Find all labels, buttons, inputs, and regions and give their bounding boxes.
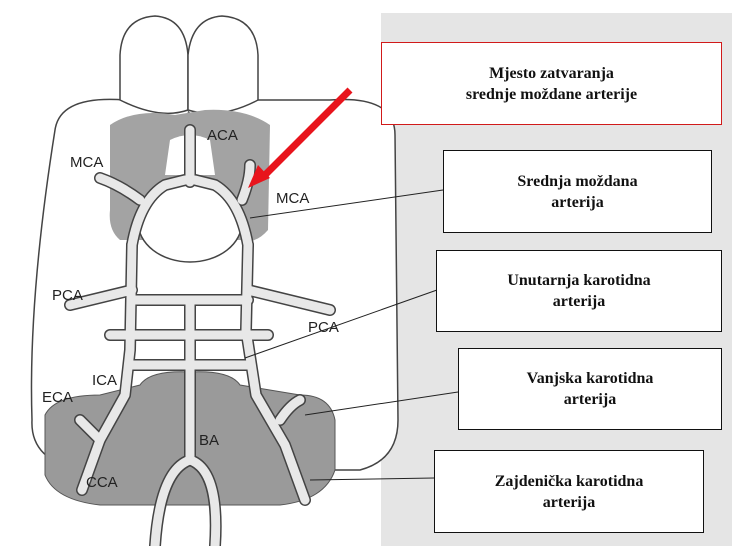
label-ba: BA (199, 432, 219, 449)
callout-common-carotid-artery: Zajdenička karotidna arterija (434, 450, 704, 533)
label-pca-left: PCA (52, 287, 83, 304)
callout-occlusion-site: Mjesto zatvaranja srednje moždane arteri… (381, 42, 722, 125)
olfactory-bulb-right (188, 16, 258, 113)
callout-common-carotid-artery-text: Zajdenička karotidna arterija (495, 471, 644, 513)
callout-middle-cerebral-artery-text: Srednja moždana arterija (517, 171, 637, 213)
label-pca-right: PCA (308, 319, 339, 336)
callout-middle-cerebral-artery: Srednja moždana arterija (443, 150, 712, 233)
label-cca: CCA (86, 474, 118, 491)
callout-internal-carotid-artery-text: Unutarnja karotidna arterija (507, 270, 650, 312)
label-mca-left: MCA (70, 154, 103, 171)
callout-internal-carotid-artery: Unutarnja karotidna arterija (436, 250, 722, 332)
olfactory-bulb-left (120, 16, 188, 113)
callout-occlusion-site-text: Mjesto zatvaranja srednje moždane arteri… (466, 63, 637, 105)
callout-external-carotid-artery: Vanjska karotidna arterija (458, 348, 722, 430)
label-eca: ECA (42, 389, 73, 406)
label-aca: ACA (207, 127, 238, 144)
callout-external-carotid-artery-text: Vanjska karotidna arterija (527, 368, 654, 410)
label-ica: ICA (92, 372, 117, 389)
label-mca-right: MCA (276, 190, 309, 207)
